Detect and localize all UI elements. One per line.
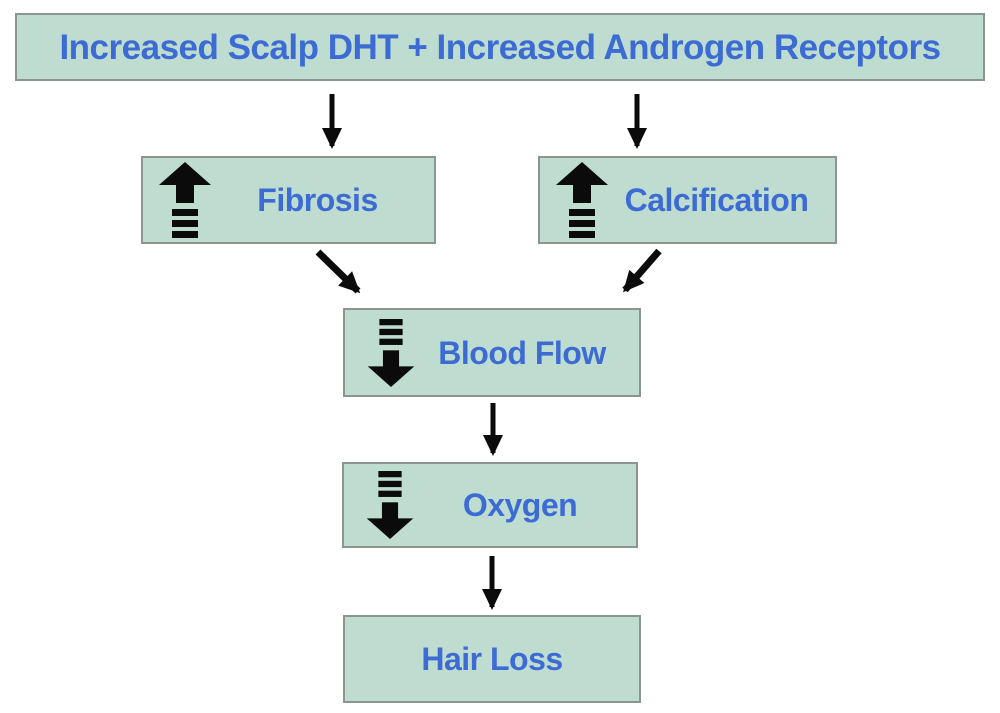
decrease-dashed-arrow-icon [366,471,414,539]
node-hair-loss: Hair Loss [343,615,641,703]
node-oxygen: Oxygen [342,462,638,548]
node-header: Increased Scalp DHT + Increased Androgen… [15,13,985,81]
node-calcification-label: Calcification [624,182,809,218]
increase-dashed-arrow-icon [159,162,211,238]
node-oxygen-label: Oxygen [462,487,578,523]
node-calcification: Calcification [538,156,837,244]
node-hair-loss-label: Hair Loss [421,641,563,677]
arrow-calcification-to-bloodflow [622,248,662,293]
decrease-dashed-arrow-icon [367,318,415,387]
node-fibrosis: Fibrosis [141,156,436,244]
node-blood-flow: Blood Flow [343,308,641,397]
arrow-fibrosis-to-bloodflow [315,249,361,294]
increase-dashed-arrow-icon [556,162,608,238]
node-header-label: Increased Scalp DHT + Increased Androgen… [59,27,941,67]
node-blood-flow-label: Blood Flow [438,334,606,371]
node-fibrosis-label: Fibrosis [257,182,378,218]
